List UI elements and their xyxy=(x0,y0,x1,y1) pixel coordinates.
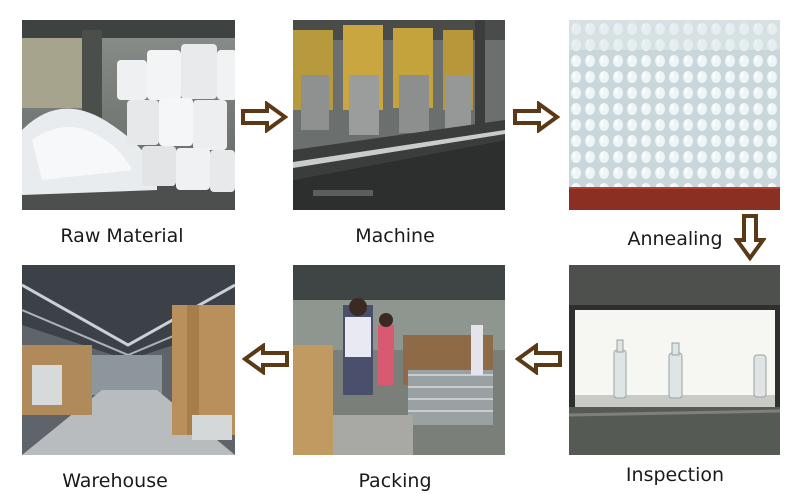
step-label-packing: Packing xyxy=(358,470,432,492)
machine-photo xyxy=(293,20,505,210)
step-label-machine: Machine xyxy=(355,225,435,247)
arrow-right-icon xyxy=(512,101,560,133)
warehouse-photo xyxy=(22,265,235,455)
inspection-photo xyxy=(569,265,780,455)
step-label-annealing: Annealing xyxy=(627,228,723,250)
arrow-right-icon xyxy=(240,101,288,133)
arrow-left-icon xyxy=(242,343,290,375)
raw-material-photo xyxy=(22,20,235,210)
arrow-down-icon xyxy=(734,213,766,261)
step-label-inspection: Inspection xyxy=(625,464,725,486)
annealing-photo xyxy=(569,20,780,210)
step-label-raw-material: Raw Material xyxy=(60,225,184,247)
packing-photo xyxy=(293,265,505,455)
arrow-left-icon xyxy=(515,343,563,375)
step-label-warehouse: Warehouse xyxy=(62,470,168,492)
